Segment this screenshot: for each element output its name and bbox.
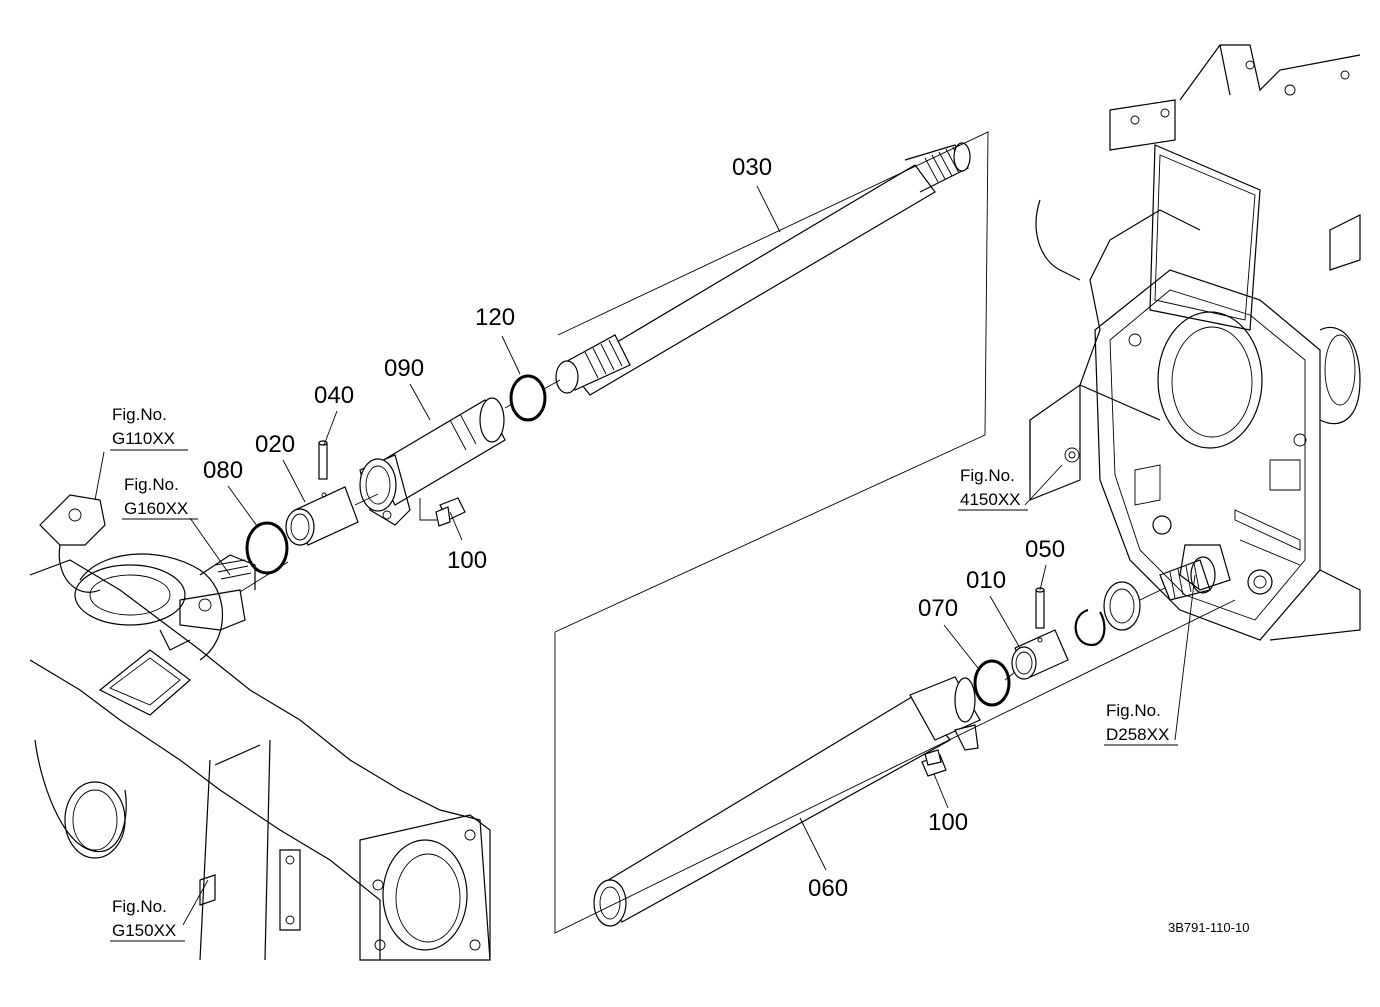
fig-ref-g160[interactable]: Fig.No. G160XX xyxy=(122,475,198,520)
label-010: 010 xyxy=(966,567,1006,594)
label-040: 040 xyxy=(314,382,354,409)
left-axle-housing xyxy=(29,494,491,961)
fig-ref-d258[interactable]: Fig.No. D258XX xyxy=(1104,701,1178,746)
fig-ref-d258-code[interactable]: D258XX xyxy=(1106,725,1169,744)
fig-ref-g110-code[interactable]: G110XX xyxy=(112,429,175,448)
label-120: 120 xyxy=(475,304,515,331)
o-ring-080 xyxy=(245,521,289,575)
leader-lines xyxy=(94,185,1196,926)
label-050: 050 xyxy=(1025,536,1065,563)
fig-ref-4150[interactable]: Fig.No. 4150XX xyxy=(958,466,1028,511)
o-ring-070 xyxy=(973,659,1011,707)
fig-ref-g150[interactable]: Fig.No. G150XX xyxy=(110,897,185,942)
snap-ring xyxy=(1074,608,1106,647)
oil-seal xyxy=(1103,581,1141,631)
fig-ref-4150-code[interactable]: 4150XX xyxy=(960,490,1021,509)
fig-ref-4150-label: Fig.No. xyxy=(960,466,1015,485)
document-code: 3B791-110-10 xyxy=(1168,920,1249,935)
shaft-030 xyxy=(555,142,971,396)
bolt-100-top xyxy=(419,497,466,527)
pin-040 xyxy=(318,440,328,480)
tube-060 xyxy=(593,676,981,927)
fig-ref-d258-label: Fig.No. xyxy=(1106,701,1161,720)
label-020: 020 xyxy=(255,431,295,458)
right-transmission-housing xyxy=(1029,44,1361,641)
axis-lines xyxy=(239,379,1166,681)
label-090: 090 xyxy=(384,355,424,382)
label-100-top: 100 xyxy=(447,547,487,574)
bushing-020 xyxy=(285,486,359,546)
label-080: 080 xyxy=(203,457,243,484)
label-030: 030 xyxy=(732,154,772,181)
fig-ref-g160-code[interactable]: G160XX xyxy=(124,499,188,518)
fig-ref-g150-code[interactable]: G150XX xyxy=(112,921,176,940)
label-100-bottom: 100 xyxy=(928,809,968,836)
bushing-010 xyxy=(1011,629,1069,680)
pin-050 xyxy=(1035,587,1045,629)
label-070: 070 xyxy=(918,595,958,622)
label-060: 060 xyxy=(808,875,848,902)
fig-ref-g110[interactable]: Fig.No. G110XX xyxy=(110,405,188,451)
fig-ref-g160-label: Fig.No. xyxy=(124,475,179,494)
bolt-100-bottom xyxy=(921,749,947,777)
boundary-line-upper xyxy=(554,131,989,633)
fig-ref-g110-label: Fig.No. xyxy=(112,405,167,424)
boundary-line-lower xyxy=(554,599,1236,934)
fig-ref-g150-label: Fig.No. xyxy=(112,897,167,916)
sleeve-090 xyxy=(359,397,506,526)
o-ring-120 xyxy=(509,374,547,422)
